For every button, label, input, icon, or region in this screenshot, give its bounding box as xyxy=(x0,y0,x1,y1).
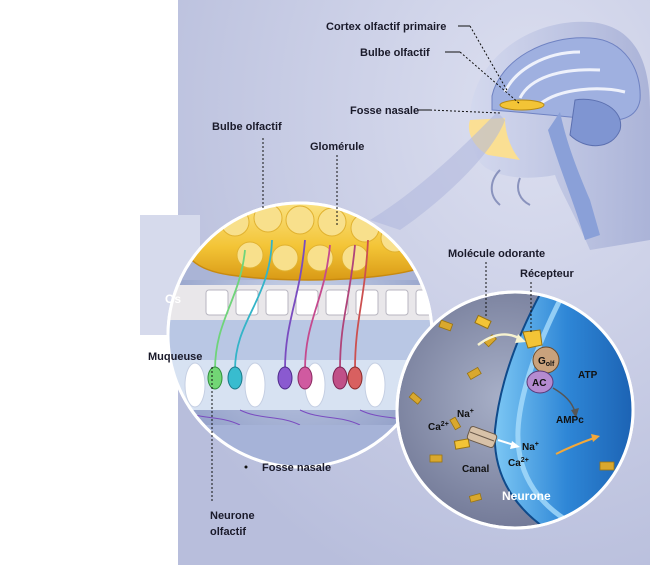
label-muqueuse: Muqueuse xyxy=(148,351,202,363)
axon-bundle xyxy=(214,239,369,371)
label-cortex: Cortex olfactif primaire xyxy=(326,21,446,33)
cilia xyxy=(179,409,421,426)
label-ampc: AMPc xyxy=(556,415,584,426)
receptor-detail-circle xyxy=(395,290,635,530)
label-neurone-olfactif-2: olfactif xyxy=(210,526,246,538)
receptor xyxy=(522,329,543,349)
label-canal: Canal xyxy=(462,464,489,475)
olfactory-neurons xyxy=(207,366,363,390)
connector-beam xyxy=(370,112,505,230)
label-fosse-top: Fosse nasale xyxy=(350,105,419,117)
label-glomerule: Glomérule xyxy=(310,141,364,153)
ion-channel xyxy=(466,425,498,449)
adenylate-cyclase xyxy=(526,370,554,394)
label-os: Os xyxy=(165,292,181,306)
mucosa-layer xyxy=(168,320,432,360)
label-neurone-olfactif-1: Neurone xyxy=(210,510,255,522)
label-neurone: Neurone xyxy=(502,489,551,503)
label-bulbe-top: Bulbe olfactif xyxy=(360,47,430,59)
label-ca-bottom: Ca2+ xyxy=(508,457,529,469)
label-na-top: Na+ xyxy=(457,408,474,420)
molecule-labels: Golf AC ATP AMPc Canal Na+ Ca2+ Na+ Ca2+ xyxy=(428,356,598,475)
label-golf-g: Golf xyxy=(538,356,555,368)
label-atp: ATP xyxy=(578,370,598,381)
label-molecule: Molécule odorante xyxy=(448,248,545,260)
head-cross-section xyxy=(468,21,650,250)
label-bulbe-left: Bulbe olfactif xyxy=(212,121,282,133)
leader-lines xyxy=(211,25,532,502)
diagram-labels: Cortex olfactif primaire Bulbe olfactif … xyxy=(148,21,575,538)
label-na-bottom: Na+ xyxy=(522,441,539,453)
label-recepteur: Récepteur xyxy=(520,268,575,280)
golf-protein xyxy=(532,346,560,374)
label-ca-top: Ca2+ xyxy=(428,421,449,433)
label-fosse-bottom: Fosse nasale xyxy=(262,462,331,474)
label-ac: AC xyxy=(532,378,546,389)
